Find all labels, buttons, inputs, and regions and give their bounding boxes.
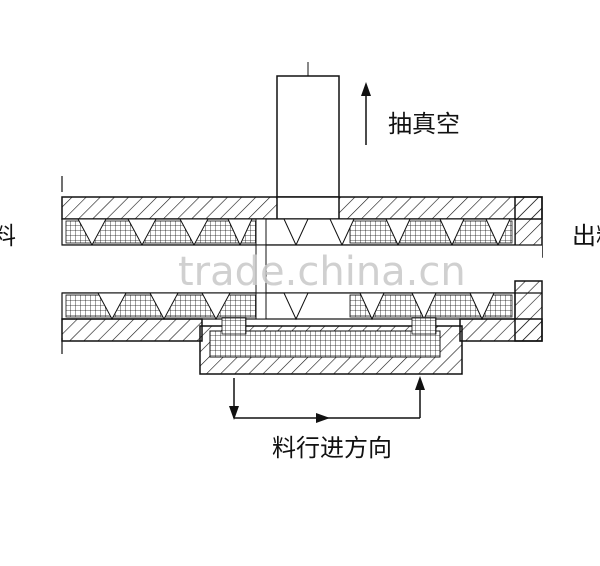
heating-jacket xyxy=(199,317,463,375)
label-outlet: 出料 xyxy=(572,222,600,250)
lower-screw-section xyxy=(61,292,516,321)
label-vacuum: 抽真空 xyxy=(388,110,460,138)
label-direction: 料行进方向 xyxy=(272,434,392,462)
label-inlet: 料 xyxy=(0,222,16,250)
direction-arrow xyxy=(229,376,425,423)
watermark-text: trade.china.cn xyxy=(178,249,466,295)
vacuum-arrow-head xyxy=(361,82,371,96)
vacuum-pipe xyxy=(276,75,340,199)
upper-screw-section xyxy=(61,218,516,247)
